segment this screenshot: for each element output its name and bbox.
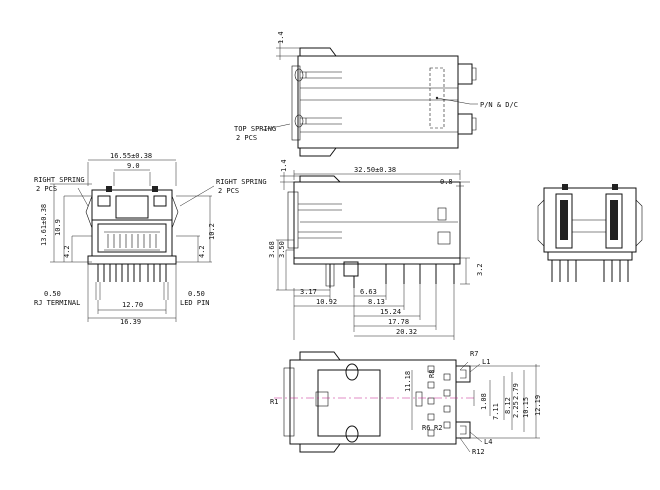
dim-10-15: 10.15 (522, 397, 530, 418)
pin-label-l1: L1 (482, 358, 490, 366)
top-spring-label: TOP SPRING (234, 125, 276, 133)
dim-6-63: 6.63 (360, 288, 377, 296)
dim-2-25: 2.25 (512, 401, 520, 418)
right-spring-qty-left: 2 PCS (36, 185, 57, 193)
dim-1-08: 1.08 (480, 393, 488, 410)
side-height-a-dim: 3.68 (268, 241, 276, 258)
right-spring-qty-right: 2 PCS (218, 187, 239, 195)
dim-10-92: 10.92 (316, 298, 337, 306)
dim-12-19: 12.19 (534, 395, 542, 416)
top-pin-dim: 9.0 (127, 162, 140, 170)
right-spring-label-right: RIGHT SPRING (216, 178, 267, 186)
led-pin-label: LED PIN (180, 299, 210, 307)
pin-label-r1: R1 (270, 398, 278, 406)
pin-label-r6: R6 (422, 424, 430, 432)
dim-3-17: 3.17 (300, 288, 317, 296)
side-thickness-dim: 1.4 (280, 159, 288, 172)
side-height-b-dim: 3.50 (278, 241, 286, 258)
front-left-small-dim: 4.2 (63, 245, 71, 258)
front-width-dim: 16.55±0.38 (110, 152, 152, 160)
rj-terminal-label: RJ TERMINAL (34, 299, 80, 307)
pin-span-dim: 12.70 (122, 301, 143, 309)
rj-pin-dim: 0.50 (44, 290, 61, 298)
pin-label-r2: R2 (434, 424, 442, 432)
top-view: 1.4 P/N & D/C TOP SPRING 2 PCS (234, 31, 518, 157)
side-length-dim: 32.50±0.38 (354, 166, 396, 174)
right-spring-label-left: RIGHT SPRING (34, 176, 85, 184)
pin-label-r7: R7 (470, 350, 478, 358)
pn-dc-label: P/N & D/C (480, 101, 518, 109)
led-pin-dim: 0.50 (188, 290, 205, 298)
top-spring-qty: 2 PCS (236, 134, 257, 142)
side-view: 1.4 32.50±0.38 0.8 3.68 3.50 3.2 3.17 6.… (268, 159, 484, 340)
dim-8-13: 8.13 (368, 298, 385, 306)
bottom-width-dim: 16.39 (120, 318, 141, 326)
front-right-small-dim: 4.2 (198, 245, 206, 258)
front-right-height-dim: 10.2 (208, 223, 216, 240)
pin-label-r8: R8 (428, 370, 436, 378)
rear-view (537, 184, 643, 282)
front-height-overall-dim: 13.61±0.38 (40, 204, 48, 246)
front-height-left-dim: 10.9 (54, 219, 62, 236)
dim-11-18: 11.18 (404, 371, 412, 392)
front-view: 16.55±0.38 9.0 13.61±0.38 10.9 4.2 10.2 … (34, 152, 267, 326)
dim-8-12: 8.12 (504, 397, 512, 414)
pin-length-dim: 3.2 (476, 263, 484, 276)
front-offset-dim: 0.8 (440, 178, 453, 186)
dim-7-11: 7.11 (492, 403, 500, 420)
dim-2-79: 2.79 (512, 383, 520, 400)
dim-15-24: 15.24 (380, 308, 401, 316)
dim-17-78: 17.78 (388, 318, 409, 326)
bottom-view: R7 L1 R1 R8 R6 R2 L4 R12 11.18 1.08 7.11… (270, 350, 542, 456)
dim-20-32: 20.32 (396, 328, 417, 336)
pin-label-l4: L4 (484, 438, 492, 446)
pin-label-r12: R12 (472, 448, 485, 456)
top-thickness-dim: 1.4 (277, 31, 285, 44)
